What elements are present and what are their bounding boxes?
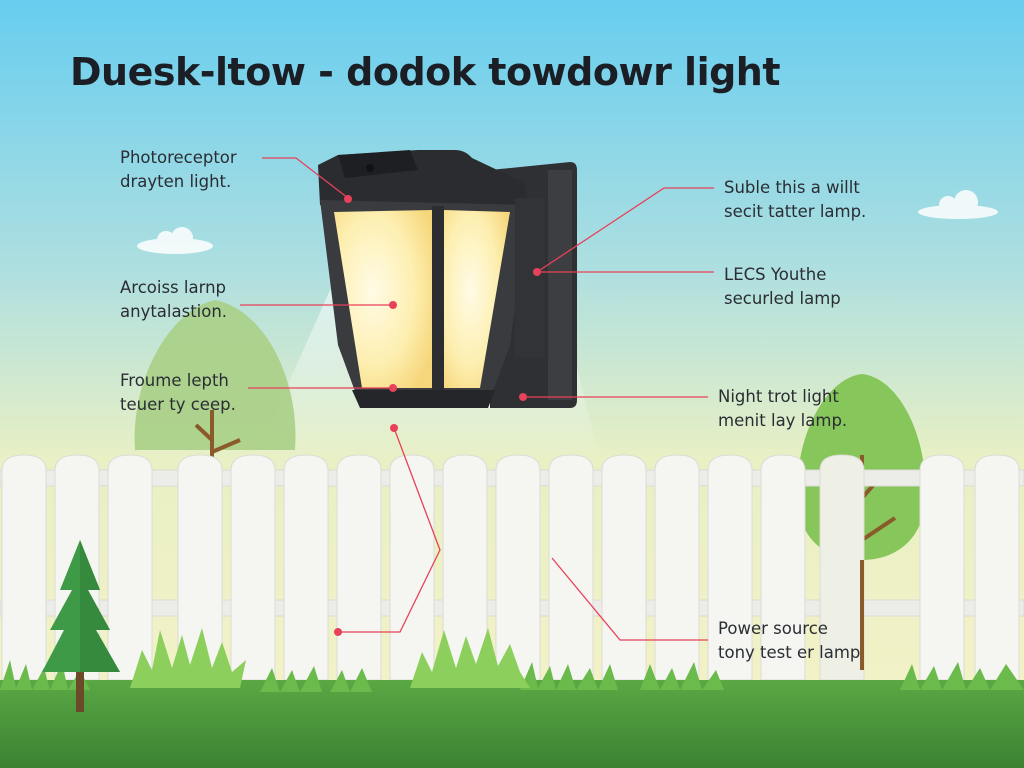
pine-tree: [42, 540, 120, 712]
cloud-right: [918, 190, 998, 219]
label-power: Power source tony test er lamp: [718, 617, 860, 665]
callout-dot-night: [519, 393, 527, 401]
callout-line-power: [551, 557, 708, 641]
label-lecs: LECS Youthe securled lamp: [724, 263, 841, 311]
label-photoreceptor: Photoreceptor drayten light.: [120, 146, 237, 194]
ground: [0, 680, 1024, 768]
bush-left: [130, 628, 246, 688]
lamp-fixture: [318, 150, 577, 408]
fence: [0, 454, 1024, 681]
label-power-line1: Power source: [718, 619, 828, 638]
label-suble: Suble this a willt secit tatter lamp.: [724, 176, 866, 224]
label-photoreceptor-line2: drayten light.: [120, 172, 232, 191]
label-froume: Froume lepth teuer ty ceep.: [120, 369, 236, 417]
label-night: Night trot light menit lay lamp.: [718, 385, 847, 433]
label-photoreceptor-line1: Photoreceptor: [120, 148, 237, 167]
callout-line-suble: [536, 187, 714, 273]
label-suble-line1: Suble this a willt: [724, 178, 860, 197]
callout-dots: [334, 195, 541, 636]
callout-dot-photoreceptor: [344, 195, 352, 203]
callout-line-center: [338, 427, 441, 633]
label-arcoiss-line2: anytalastion.: [120, 302, 228, 321]
label-lecs-line2: securled lamp: [724, 289, 841, 308]
bush-center: [410, 628, 530, 688]
label-arcoiss-line1: Arcoiss larnp: [120, 278, 227, 297]
callout-dot-lecs: [533, 268, 541, 276]
label-power-line2: tony test er lamp: [718, 643, 861, 662]
label-froume-line2: teuer ty ceep.: [120, 395, 236, 414]
label-froume-line1: Froume lepth: [120, 371, 229, 390]
label-night-line1: Night trot light: [718, 387, 839, 406]
callout-dot-froume: [389, 384, 397, 392]
label-suble-line2: secit tatter lamp.: [724, 202, 867, 221]
label-night-line2: menit lay lamp.: [718, 411, 848, 430]
callout-dot-center: [390, 424, 398, 432]
callout-dot-bottom: [334, 628, 342, 636]
diagram-title: Duesk-ltow - dodok towdowr light: [70, 50, 781, 94]
label-arcoiss: Arcoiss larnp anytalastion.: [120, 276, 227, 324]
cloud-left: [137, 227, 213, 254]
callout-dot-arcoiss: [389, 301, 397, 309]
label-lecs-line1: LECS Youthe: [724, 265, 827, 284]
grass-blades: [0, 660, 1024, 692]
callout-lines: [240, 157, 714, 641]
callout-line-photoreceptor: [262, 157, 349, 199]
